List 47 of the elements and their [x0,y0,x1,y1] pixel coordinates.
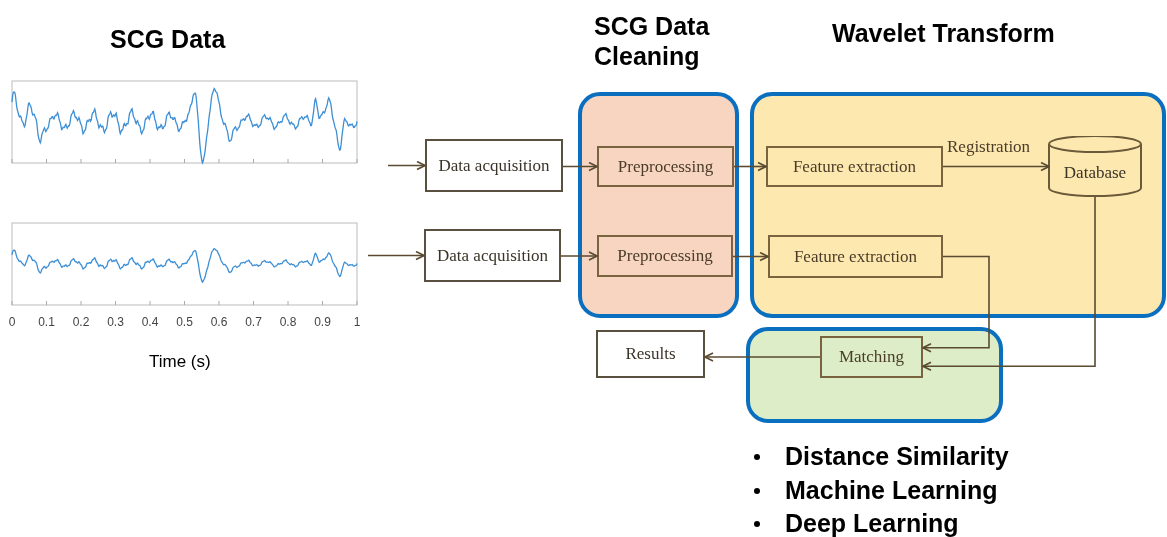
axis-tick-label: 0.8 [279,315,297,329]
box-label: Preprocessing [617,156,714,177]
process-box [597,146,734,187]
axis-tick-label: 0.6 [210,315,228,329]
method-item: Deep Learning [785,509,959,537]
process-box [820,336,923,378]
process-box [766,146,943,187]
method-item: Machine Learning [785,476,998,505]
axis-tick-label: 0 [8,315,16,329]
arrow [922,196,1096,372]
box-label: Preprocessing [617,246,713,266]
plot-title: SCG Data [110,25,226,55]
arrow [733,161,767,172]
axis-tick-label: 0.5 [176,315,193,329]
axis-title: Time (s) [149,352,211,372]
process-box [597,235,733,277]
axis-tick-label: 0.1 [38,315,55,329]
axis-tick-label: 1 [353,315,361,329]
arrow [732,251,769,262]
stage-heading: SCG Data Cleaning [594,12,711,71]
axis-tick-label: 0.9 [314,315,331,329]
arrow [562,161,598,172]
stage-heading: Wavelet Transform [832,19,1055,49]
process-box [425,139,563,192]
arrow [367,250,425,261]
box-label: Data acquisition [437,245,548,266]
stage-panel [746,327,1003,423]
axis-tick-label: 0.3 [107,315,124,329]
arrow [704,352,821,362]
method-item: Distance Similarity [785,442,1009,471]
axis-tick-label: 0.4 [141,315,159,329]
arrow [560,251,598,261]
arrow [942,161,1050,172]
axis-tick-label: 0.7 [245,315,262,329]
process-box [768,235,943,278]
process-box [596,330,705,378]
box-label: Feature extraction [793,246,918,267]
box-label: Data acquisition [438,155,550,176]
database-label: Database [1063,162,1127,183]
box-label: Matching [838,347,905,367]
box-label: Feature extraction [792,156,917,177]
box-label: Results [625,344,676,364]
axis-tick-label: 0.2 [72,315,90,329]
arrow [922,255,990,353]
process-box [424,229,561,282]
arrow [387,160,426,171]
database-cylinder [1048,136,1142,197]
